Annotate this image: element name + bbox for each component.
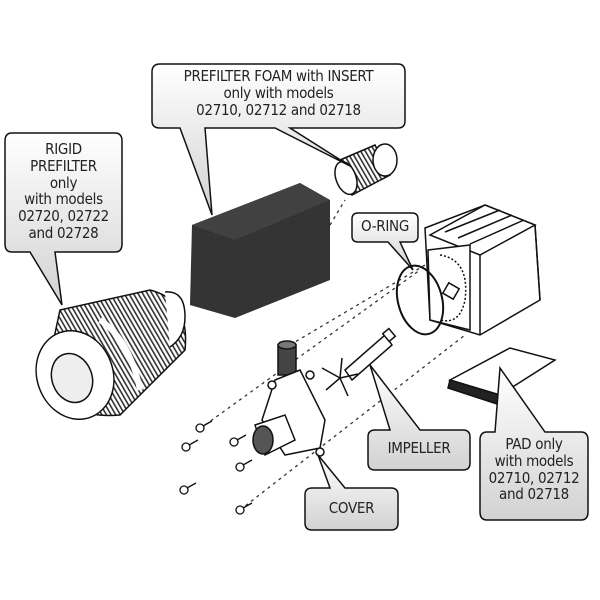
callout-impeller-text: IMPELLER bbox=[387, 439, 451, 457]
callout-rigid-bubble bbox=[4, 132, 123, 306]
screws bbox=[179, 420, 253, 515]
assembly-lines bbox=[204, 199, 466, 511]
callout-cover-text: COVER bbox=[328, 499, 375, 517]
rigid-prefilter bbox=[35, 289, 187, 420]
callout-rigid-text: RIGID PREFILTER only with models 02720, … bbox=[18, 140, 109, 242]
foam-insert bbox=[334, 143, 398, 197]
callout-foam-bubble bbox=[151, 63, 406, 216]
callout-foam-text: PREFILTER FOAM with INSERT only with mod… bbox=[183, 67, 374, 119]
callout-oring-text: O-RING bbox=[360, 217, 409, 235]
callout-impeller-bubble bbox=[367, 364, 471, 471]
pump-cover bbox=[252, 340, 326, 457]
prefilter-foam bbox=[190, 183, 330, 318]
callout-pad-bubble bbox=[479, 365, 589, 521]
callout-oring-bubble bbox=[351, 212, 419, 271]
impeller-part bbox=[321, 327, 397, 397]
callout-cover-bubble bbox=[304, 454, 399, 531]
callout-pad-text: PAD only with models 02710, 02712 and 02… bbox=[488, 435, 580, 504]
pump-motor bbox=[424, 204, 541, 336]
